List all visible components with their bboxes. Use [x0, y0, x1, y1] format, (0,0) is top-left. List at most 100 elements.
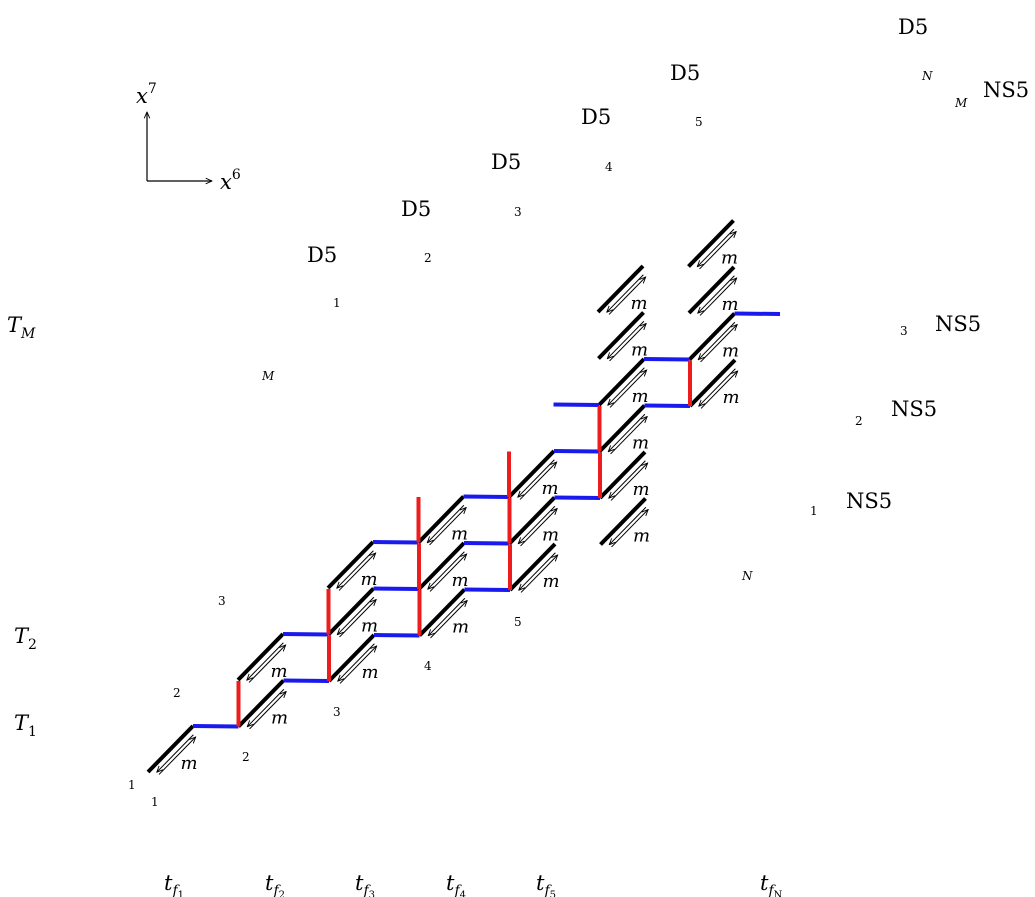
m-arrow — [611, 510, 649, 548]
column-label-3: tf3 — [355, 871, 375, 897]
m-arrow — [520, 555, 558, 593]
m-arrow — [428, 597, 466, 635]
d5-top-index-4: 4 — [605, 160, 613, 174]
m-arrow — [699, 278, 737, 316]
m-edge-label: m — [633, 526, 650, 547]
m-arrow — [247, 642, 284, 680]
ns5-label-3: NS5 — [935, 312, 981, 336]
m-arrow — [609, 324, 647, 362]
ns5-segment — [463, 494, 510, 499]
ns5-left-index-3: 3 — [218, 594, 226, 608]
m-arrow — [608, 413, 646, 451]
m-edge-label: m — [181, 753, 198, 774]
d5-label-2: D5 — [401, 197, 431, 221]
m-arrow — [699, 232, 737, 270]
m-arrow — [519, 462, 557, 500]
row-label-t-2: T2 — [14, 624, 37, 653]
d5-bottom-index-5: 5 — [514, 615, 522, 629]
m-edge-label: m — [721, 248, 738, 269]
m-edge-label: m — [271, 708, 288, 729]
diagonal-segment — [507, 449, 556, 499]
d5-top-indices: 1 2 3 4 5 N — [333, 69, 933, 310]
diagonal-segment — [687, 219, 735, 268]
diagonal-segment — [508, 542, 557, 592]
m-arrow — [697, 228, 735, 266]
column-label-5: tf5 — [536, 871, 556, 897]
ns5-label-1: NS5 — [846, 489, 892, 513]
m-arrow — [248, 645, 286, 683]
d5-label-n: D5 — [898, 15, 928, 39]
diagonal-segment — [236, 632, 285, 682]
d5-labels: D5 D5 D5 D5 D5 D5 — [307, 15, 928, 267]
row-label-t-m: TM — [7, 313, 36, 342]
diagonal-segment — [597, 357, 646, 407]
m-arrow — [698, 275, 735, 313]
m-arrow — [700, 371, 738, 409]
m-arrow — [338, 553, 376, 591]
ns5-segment — [553, 449, 600, 454]
diagonal-segment — [417, 495, 465, 544]
d5-bottom-index-4: 4 — [424, 659, 432, 673]
diagonal-segment — [327, 633, 376, 683]
ns5-segment — [192, 724, 239, 729]
diagonal-segment — [146, 724, 195, 774]
ns5-segment — [283, 678, 330, 683]
m-arrow — [158, 737, 196, 775]
d5-bottom-index-2: 2 — [242, 750, 250, 764]
m-arrow — [608, 277, 646, 315]
m-edge-label: m — [451, 524, 468, 545]
column-label-1: tf1 — [164, 871, 184, 897]
m-arrow — [610, 417, 648, 455]
column-label-2: tf2 — [265, 871, 285, 897]
m-edge-label: m — [722, 341, 739, 362]
m-arrow — [427, 504, 465, 542]
row-label-t-1: T1 — [14, 711, 37, 740]
diagonal-segment — [597, 311, 645, 360]
ns5-right-index-m: M — [954, 96, 968, 110]
m-edge-label: m — [361, 616, 378, 637]
m-arrow — [607, 320, 645, 358]
d5-label-5: D5 — [670, 61, 700, 85]
ns5-segment — [553, 402, 600, 407]
d5-label-1: D5 — [307, 243, 337, 267]
diagonal-segment — [598, 404, 646, 453]
diagonal-segment — [508, 496, 556, 545]
m-arrow — [699, 368, 736, 406]
diagonal-segment — [688, 358, 737, 408]
d5-label-3: D5 — [491, 150, 521, 174]
m-arrow — [157, 734, 194, 772]
diagonal-segment — [237, 679, 285, 728]
m-edge-label: m — [633, 479, 650, 500]
d5-top-index-5: 5 — [695, 115, 703, 129]
m-arrow — [519, 552, 556, 590]
m-edge-label: m — [631, 340, 648, 361]
d5-top-index-n: N — [921, 69, 933, 83]
m-arrow — [247, 688, 285, 726]
column-label-4: tf4 — [446, 871, 466, 897]
diagonal-segment — [598, 450, 647, 500]
ns5-segment — [373, 586, 420, 591]
ns5-segment — [464, 587, 511, 592]
diagonal-segment — [417, 541, 466, 591]
ns5-segment — [644, 403, 691, 408]
diagonal-segment — [327, 587, 375, 636]
m-arrow — [609, 506, 647, 544]
ns5-label-2: NS5 — [891, 397, 937, 421]
column-label-n: tfN — [760, 871, 783, 897]
m-arrow — [339, 600, 377, 638]
m-arrow — [610, 463, 648, 501]
diagonal-segment — [418, 588, 466, 637]
diagonal-segment — [596, 264, 645, 314]
d5-top-index-1: 1 — [333, 296, 341, 310]
row-parameter-labels: TM T2 T1 — [7, 313, 37, 740]
ns5-segment — [734, 311, 781, 316]
ns5-left-index-2: 2 — [173, 686, 181, 700]
m-arrow — [518, 459, 555, 497]
d5-bottom-index-1: 1 — [151, 795, 159, 809]
m-arrow — [339, 646, 377, 684]
diagonal-segment — [687, 265, 736, 315]
ns5-left-index-m: M — [261, 369, 275, 383]
m-arrow — [698, 321, 736, 359]
x7-axis-label: x7 — [136, 81, 157, 108]
